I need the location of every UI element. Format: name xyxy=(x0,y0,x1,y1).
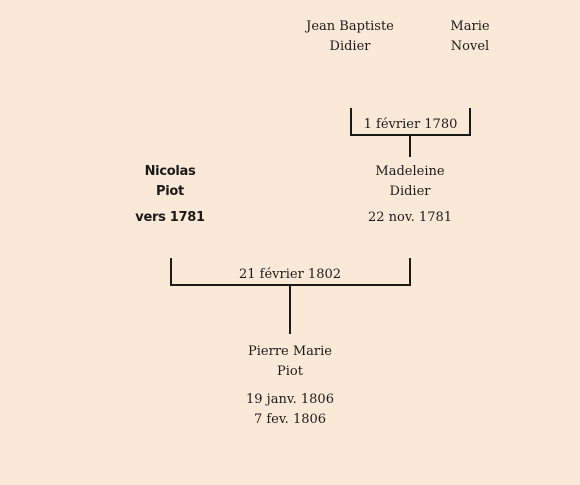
bracket-left-vertical xyxy=(350,108,352,136)
person-first-name: Nicolas xyxy=(144,164,196,179)
bracket-right-vertical xyxy=(469,108,471,136)
person-date: 22 nov. 1781 xyxy=(367,210,453,225)
person-baptism-date: 7 fev. 1806 xyxy=(253,412,327,427)
descent-line xyxy=(289,286,291,334)
person-last-name: Didier xyxy=(389,184,431,199)
person-first-name: Pierre Marie xyxy=(248,344,332,359)
person-marie-novel: Marie Novel xyxy=(430,17,510,57)
person-first-name: Madeleine xyxy=(375,164,445,179)
bracket-horizontal xyxy=(350,134,471,136)
marriage-date-piot-didier: 21 février 1802 xyxy=(238,267,342,282)
person-date: vers 1781 xyxy=(135,210,205,225)
bracket-horizontal xyxy=(170,284,411,286)
marriage-date-didier-novel: 1 février 1780 xyxy=(363,117,458,132)
person-last-name: Didier xyxy=(329,39,371,54)
person-last-name: Novel xyxy=(450,39,490,54)
descent-line xyxy=(409,136,411,157)
person-first-name: Marie xyxy=(450,19,490,34)
person-pierre-marie-piot: Pierre Marie Piot 19 janv. 1806 7 fev. 1… xyxy=(220,342,360,430)
person-jean-baptiste-didier: Jean Baptiste Didier xyxy=(296,17,404,57)
person-madeleine-didier: Madeleine Didier 22 nov. 1781 xyxy=(350,162,470,228)
person-last-name: Piot xyxy=(277,364,303,379)
person-first-name: Jean Baptiste xyxy=(306,19,394,34)
bracket-right-vertical xyxy=(409,258,411,286)
person-last-name: Piot xyxy=(156,184,184,199)
person-nicolas-piot: Nicolas Piot vers 1781 xyxy=(120,162,220,228)
person-birth-date: 19 janv. 1806 xyxy=(246,392,334,407)
bracket-left-vertical xyxy=(170,258,172,286)
